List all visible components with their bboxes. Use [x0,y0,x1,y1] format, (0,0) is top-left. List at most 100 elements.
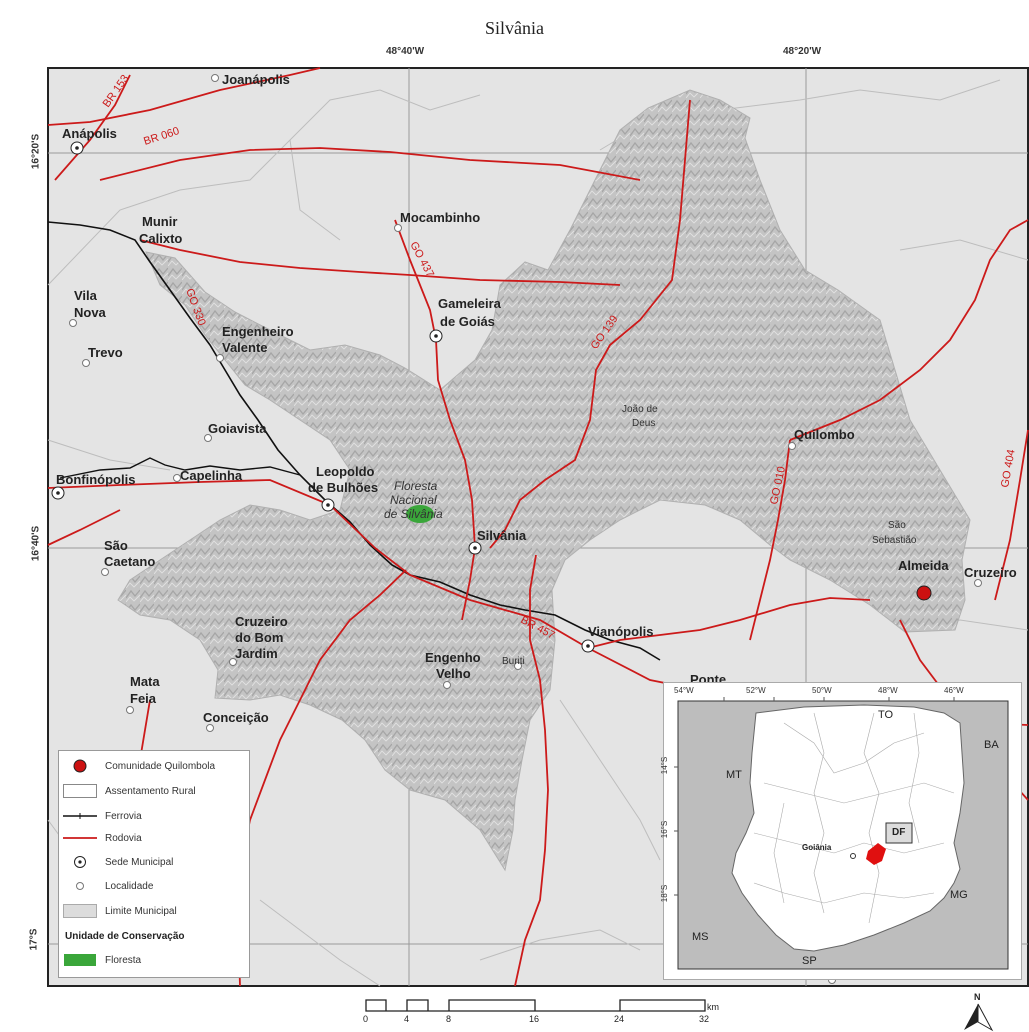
legend-item-sede: Sede Municipal [63,853,173,871]
inset-tick-54: 54°W [674,686,694,695]
inset-tick-48: 48°W [878,686,898,695]
legend-label-assentamento: Assentamento Rural [105,785,196,797]
legend-label-ferrovia: Ferrovia [105,810,142,822]
label-buriti: Buriti [502,656,525,667]
label-almeida: Almeida [898,558,949,573]
inset-tick-16s: 16°S [660,820,670,839]
label-floresta-2: Nacional [390,493,437,507]
inset-label-goiania: Goiânia [802,843,832,852]
seat-silvania [468,541,482,555]
inset-tick-18s: 18°S [660,884,670,903]
label-floresta-1: Floresta [394,479,438,493]
legend-item-localidade: Localidade [63,877,153,895]
inset-silvania-highlight [866,843,886,865]
legend-label-quilombola: Comunidade Quilombola [105,760,216,772]
label-engenheiro-2: Valente [222,340,268,355]
label-cruzeiro-bom-1: Cruzeiro [235,614,288,629]
forest-area [406,505,434,523]
inset-ticks [674,697,955,896]
label-vila-nova-2: Nova [74,305,107,320]
inset-tick-46: 46°W [944,686,964,695]
label-sao-caetano-2: Caetano [104,554,155,569]
label-joanapolis: Joanápolis [222,72,290,87]
label-goiavista: Goiavista [208,421,267,436]
scale-tick-8: 8 [446,1014,452,1024]
label-leopoldo-1: Leopoldo [316,464,375,479]
inset-label-mg: MG [950,889,968,901]
inset-label-mt: MT [726,769,742,781]
seat-bonfinopolis [51,486,65,500]
legend-item-floresta: Floresta [63,951,141,969]
label-floresta-3: de Silvânia [384,507,443,521]
label-anapolis: Anápolis [62,126,117,141]
label-vila-nova-1: Vila [74,288,98,303]
seat-gameleira [429,329,443,343]
inset-map: 54°W 52°W 50°W 48°W 46°W 14°S 16°S 18°S … [660,682,1022,980]
scale-tick-0: 0 [363,1014,369,1024]
legend-label-sede: Sede Municipal [105,856,174,868]
municipal-seats [51,141,595,653]
seat-vianopolis [581,639,595,653]
inset-label-to: TO [878,709,894,721]
inset-goias [731,704,965,952]
legend-item-assentamento: Assentamento Rural [63,782,196,800]
scale-bar [365,999,706,1012]
scale-unit: km [707,1002,719,1012]
inset-municipalities [753,712,955,924]
label-sao-sebastiao-2: Sebastião [872,535,917,546]
legend-item-quilombola: Comunidade Quilombola [63,757,215,775]
scale-tick-16: 16 [529,1014,540,1024]
label-mata-feia-1: Mata [130,674,160,689]
label-vianopolis: Vianópolis [588,624,654,639]
label-munir-2: Calixto [139,231,182,246]
label-sao-sebastiao-1: São [888,520,906,531]
inset-label-df: DF [892,827,906,838]
map-title: Silvânia [485,18,544,38]
label-bonfinopolis: Bonfinópolis [56,472,135,487]
label-cruzeiro: Cruzeiro [964,565,1017,580]
label-cruzeiro-bom-2: do Bom [235,630,283,645]
legend-label-floresta: Floresta [105,954,142,966]
legend-item-limite: Limite Municipal [63,902,177,920]
inset-label-ba: BA [984,739,999,751]
label-cruzeiro-bom-3: Jardim [235,646,278,661]
label-joao-de-deus-2: Deus [632,418,655,429]
inset-df [885,822,913,844]
inset-label-sp: SP [802,955,817,967]
label-mata-feia-2: Feia [130,691,157,706]
label-engenho-velho-2: Velho [436,666,471,681]
coord-top-1: 48°40'W [386,46,425,57]
legend-item-ferrovia: Ferrovia [63,807,142,825]
inset-tick-14s: 14°S [660,756,670,775]
inset-label-ms: MS [692,931,709,943]
scale-tick-32: 32 [699,1014,710,1024]
label-quilombo: Quilombo [794,427,855,442]
label-engenho-velho-1: Engenho [425,650,481,665]
legend-label-limite: Limite Municipal [105,905,177,917]
coord-top-2: 48°20'W [783,46,822,57]
legend-label-localidade: Localidade [105,880,154,892]
inset-goiania-marker [850,853,856,859]
quilombola-marker [916,585,932,601]
legend-item-rodovia: Rodovia [63,829,142,847]
label-capelinha: Capelinha [180,468,243,483]
legend-section-title: Unidade de Conservação [65,931,185,942]
legend-label-rodovia: Rodovia [105,832,142,844]
seat-anapolis [70,141,84,155]
inset-canvas [674,697,1009,970]
label-sao-caetano-1: São [104,538,128,553]
label-mocambinho: Mocambinho [400,210,480,225]
label-silvania: Silvânia [477,528,527,543]
label-gameleira-1: Gameleira [438,296,502,311]
label-joao-de-deus-1: João de [622,404,658,415]
localities [69,74,982,984]
label-trevo: Trevo [88,345,123,360]
label-leopoldo-2: de Bulhões [308,480,378,495]
scale-tick-24: 24 [614,1014,625,1024]
label-gameleira-2: de Goiás [440,314,495,329]
label-conceicao: Conceição [203,710,269,725]
north-arrow [964,1003,994,1032]
legend: Comunidade Quilombola Assentamento Rural… [58,750,250,978]
inset-tick-52: 52°W [746,686,766,695]
label-munir-1: Munir [142,214,177,229]
